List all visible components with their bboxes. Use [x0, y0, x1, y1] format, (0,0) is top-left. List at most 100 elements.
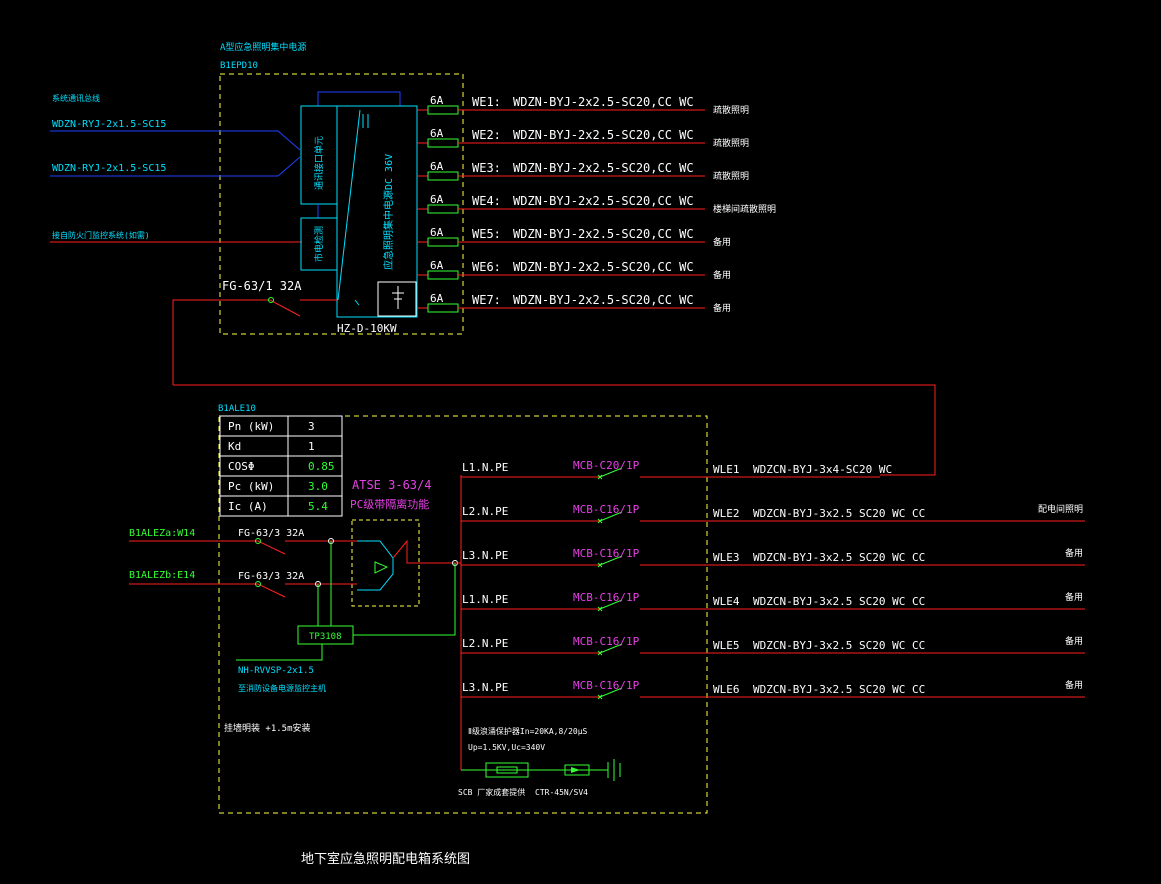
- spd-arrow: [571, 767, 580, 773]
- output-id: WE2:: [472, 128, 501, 142]
- spd-line-2: Up=1.5KV,Uc=340V: [468, 743, 545, 752]
- spd-label-1: SCB 厂家成套提供: [458, 787, 525, 797]
- circuit-breaker-blade: [599, 687, 623, 698]
- tp-out-line: [236, 644, 323, 661]
- circuit-id: WLE4: [713, 595, 740, 608]
- circuit-phase: L3.N.PE: [462, 549, 508, 562]
- output-cable: WDZN-BYJ-2x2.5-SC20,CC WC: [513, 293, 694, 307]
- output-load: 备用: [713, 302, 731, 314]
- comm-module-label: 通讯接口单元: [313, 136, 325, 190]
- circuit-phase: L2.N.PE: [462, 637, 508, 650]
- output-fuse: [427, 237, 459, 247]
- spd-line-1: Ⅱ级浪涌保护器In=20KA,8/20μS: [468, 726, 588, 736]
- circuit-breaker-x: [597, 562, 603, 568]
- comm-line-1: [50, 130, 301, 151]
- circuit-cable: WDZCN-BYJ-3x2.5 SC20 WC CC: [753, 551, 925, 564]
- output-load: 备用: [713, 236, 731, 248]
- fire-signal-label: 接自防火门监控系统(如需): [52, 230, 150, 240]
- output-fuse-label: 6A: [430, 193, 444, 206]
- output-cable: WDZN-BYJ-2x2.5-SC20,CC WC: [513, 95, 694, 109]
- power-module: [336, 105, 418, 318]
- output-cable: WDZN-BYJ-2x2.5-SC20,CC WC: [513, 227, 694, 241]
- feed-b-line: [129, 583, 286, 598]
- circuit-phase: L1.N.PE: [462, 593, 508, 606]
- output-fuse: [427, 270, 459, 280]
- output-fuse-label: 6A: [430, 259, 444, 272]
- diagram-title: 地下室应急照明配电箱系统图: [301, 851, 470, 867]
- circuit-cable: WDZCN-BYJ-3x2.5 SC20 WC CC: [753, 683, 925, 696]
- feed-b-label: B1ALEZb:E14: [129, 570, 195, 581]
- circuit-id: WLE5: [713, 639, 740, 652]
- bottom-panel-code: B1ALE10: [218, 404, 256, 414]
- comm-line-2: [50, 156, 301, 177]
- tp-wire-bus: [353, 563, 456, 636]
- param-label: Ic (A): [228, 500, 268, 513]
- breaker-a-contact: [255, 538, 261, 544]
- main-breaker-contact: [268, 297, 274, 303]
- output-id: WE6:: [472, 260, 501, 274]
- circuit-breaker-label: MCB-C16/1P: [573, 547, 640, 560]
- output-load: 疏散照明: [713, 137, 749, 149]
- breaker-a-label: FG-63/3 32A: [238, 528, 304, 539]
- output-id: WE1:: [472, 95, 501, 109]
- atse-switch: [357, 540, 394, 591]
- param-value: 0.85: [308, 460, 335, 473]
- output-id: WE7:: [472, 293, 501, 307]
- output-fuse-label: 6A: [430, 127, 444, 140]
- circuit-breaker-blade: [599, 555, 623, 566]
- param-label: Pc (kW): [228, 480, 274, 493]
- atse-border: [351, 519, 420, 607]
- mount-note: 挂墙明装 +1.5m安装: [224, 722, 311, 734]
- circuit-cable: WDZCN-BYJ-3x2.5 SC20 WC CC: [753, 507, 925, 520]
- circuit-breaker-x: [597, 694, 603, 700]
- output-cable: WDZN-BYJ-2x2.5-SC20,CC WC: [513, 260, 694, 274]
- comm-cable-1: WDZN-RYJ-2x1.5-SC15: [52, 119, 166, 130]
- breaker-b-label: FG-63/3 32A: [238, 571, 304, 582]
- param-value: 3.0: [308, 480, 328, 493]
- power-module-diagonal: [337, 109, 361, 301]
- tp-note: 至消防设备电源监控主机: [238, 683, 326, 693]
- param-value: 3: [308, 420, 315, 433]
- circuit-load: 备用: [1065, 591, 1083, 603]
- circuit-load: 配电间照明: [1038, 503, 1083, 515]
- input-tick: [354, 299, 360, 306]
- circuit-id: WLE3: [713, 551, 740, 564]
- breaker-b-contact: [255, 581, 261, 587]
- circuit-breaker-x: [597, 518, 603, 524]
- circuit-phase: L3.N.PE: [462, 681, 508, 694]
- output-fuse: [427, 171, 459, 181]
- circuit-breaker-label: MCB-C20/1P: [573, 459, 640, 472]
- tp-module-label: TP3108: [309, 632, 342, 642]
- output-fuse: [427, 105, 459, 115]
- circuit-breaker-blade: [599, 643, 623, 654]
- output-fuse: [427, 303, 459, 313]
- monitor-module-label: 市电检测: [313, 226, 325, 262]
- panel-link-line: [173, 384, 936, 476]
- battery-box: [377, 281, 417, 317]
- feed-a-label: B1ALEZa:W14: [129, 528, 195, 539]
- main-breaker-line: [172, 299, 301, 385]
- atse-label-2: PC级带隔离功能: [350, 497, 429, 511]
- top-panel-header: A型应急照明集中电源: [220, 41, 306, 53]
- circuit-id: WLE1: [713, 463, 740, 476]
- circuit-phase: L2.N.PE: [462, 505, 508, 518]
- feed-a-line: [129, 540, 286, 555]
- model-label: HZ-D-10KW: [337, 322, 397, 335]
- circuit-breaker-x: [597, 474, 603, 480]
- output-load: 疏散照明: [713, 170, 749, 182]
- output-fuse: [427, 204, 459, 214]
- circuit-breaker-x: [597, 650, 603, 656]
- output-fuse-label: 6A: [430, 160, 444, 173]
- output-cable: WDZN-BYJ-2x2.5-SC20,CC WC: [513, 128, 694, 142]
- output-id: WE3:: [472, 161, 501, 175]
- bus-label: 系统通讯总线: [52, 93, 100, 103]
- circuit-cable: WDZCN-BYJ-3x2.5 SC20 WC CC: [753, 639, 925, 652]
- bus-link: [317, 91, 401, 106]
- circuit-load: 备用: [1065, 635, 1083, 647]
- circuit-breaker-label: MCB-C16/1P: [573, 679, 640, 692]
- output-fuse-label: 6A: [430, 226, 444, 239]
